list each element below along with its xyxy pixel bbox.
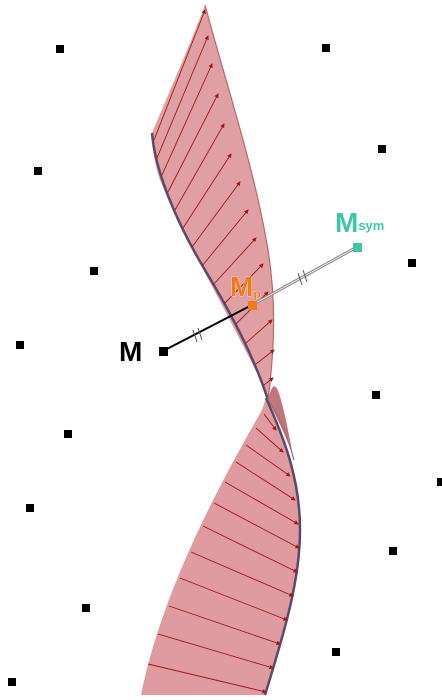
scatter-point xyxy=(16,341,24,349)
scatter-point xyxy=(8,678,16,686)
scatter-point xyxy=(82,604,90,612)
scatter-point xyxy=(408,259,416,267)
equal-length-ticks xyxy=(192,269,308,343)
ribbon-arrow xyxy=(161,63,213,176)
ribbon-arrow xyxy=(201,209,249,267)
scatter-point xyxy=(322,44,330,52)
ribbon-arrow xyxy=(191,181,241,248)
ribbon-arrows-lower xyxy=(147,413,300,694)
ribbon-arrow xyxy=(167,93,219,193)
tick-mark xyxy=(302,269,308,283)
ribbon-arrow xyxy=(190,551,294,597)
point-m-label: M xyxy=(119,336,142,367)
ribbon-arrow xyxy=(157,633,274,670)
ribbon-arrow xyxy=(168,605,281,645)
ribbon-arrow xyxy=(224,481,299,525)
ribbon-arrow xyxy=(235,461,296,501)
ribbon-surface-lower xyxy=(141,397,302,696)
ribbon-arrow xyxy=(263,377,274,386)
point-mp-label-main: M xyxy=(230,271,253,302)
ribbon-arrow xyxy=(202,525,298,573)
scatter-point xyxy=(332,648,340,656)
scatter-point xyxy=(90,267,98,275)
tick-mark xyxy=(197,327,203,341)
ribbon-arrow xyxy=(223,263,264,305)
segment-m-mp xyxy=(162,304,253,352)
point-msym-label-main: M xyxy=(335,207,358,238)
point-m-marker xyxy=(159,347,168,356)
ribbon-arrow xyxy=(255,427,284,453)
ribbon-arrow xyxy=(182,153,232,229)
tick-mark xyxy=(297,272,303,286)
ribbon-arrow xyxy=(263,413,277,431)
ribbon-arrow xyxy=(179,577,288,621)
scatter-points xyxy=(8,44,442,686)
ribbon-arrow xyxy=(245,444,291,477)
point-mp-label: Mp xyxy=(230,271,261,302)
scatter-point xyxy=(372,391,380,399)
tick-mark xyxy=(192,329,198,343)
ribbon-arrow xyxy=(255,349,275,365)
scatter-point xyxy=(34,167,42,175)
ribbon-arrow xyxy=(147,663,267,694)
scatter-point xyxy=(56,45,64,53)
ribbon-arrow xyxy=(156,35,209,159)
ribbon-arrow xyxy=(174,123,225,211)
scatter-point xyxy=(26,504,34,512)
ribbon-arrow xyxy=(212,237,257,286)
ribbon-arrow xyxy=(153,9,206,141)
point-msym-marker xyxy=(353,243,362,252)
ribbon-arrows xyxy=(153,9,275,386)
scatter-point xyxy=(378,145,386,153)
point-mp-marker xyxy=(248,301,257,310)
scatter-point xyxy=(389,547,397,555)
ribbon-surface-upper xyxy=(150,4,294,460)
ribbon-arrow xyxy=(213,502,300,549)
point-mp-label-sub: p xyxy=(253,287,260,301)
scatter-point xyxy=(64,430,72,438)
point-msym-label: Msym xyxy=(335,207,384,238)
point-msym-label-sub: sym xyxy=(358,218,384,233)
scatter-point xyxy=(437,478,442,486)
ribbon-arrow xyxy=(245,319,273,344)
